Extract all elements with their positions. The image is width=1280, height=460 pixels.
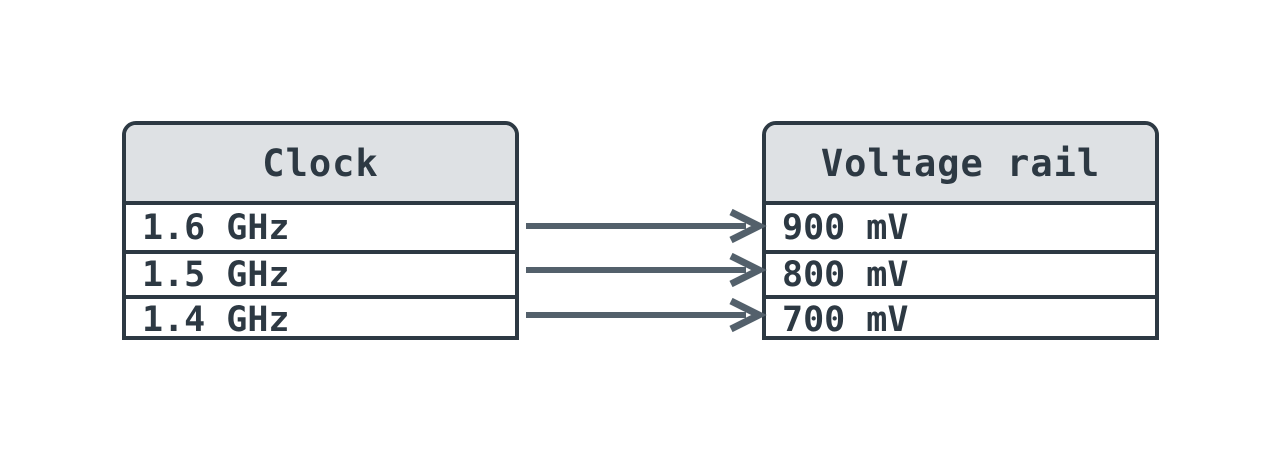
- clock-table-header: Clock: [126, 125, 515, 205]
- voltage-row-label: 800 mV: [782, 254, 909, 295]
- table-row: 900 mV: [766, 205, 1155, 250]
- table-row: 700 mV: [766, 295, 1155, 340]
- clock-row-label: 1.4 GHz: [142, 299, 290, 340]
- table-row: 1.5 GHz: [126, 250, 515, 295]
- arrow-icon: [526, 252, 767, 288]
- clock-row-label: 1.5 GHz: [142, 254, 290, 295]
- table-row: 1.4 GHz: [126, 295, 515, 340]
- voltage-rail-table-header: Voltage rail: [766, 125, 1155, 205]
- voltage-rail-table-node: Voltage rail 900 mV 800 mV 700 mV: [762, 121, 1159, 340]
- arrow-icon: [526, 208, 767, 244]
- table-row: 800 mV: [766, 250, 1155, 295]
- clock-table-node: Clock 1.6 GHz 1.5 GHz 1.4 GHz: [122, 121, 519, 340]
- voltage-row-label: 700 mV: [782, 299, 909, 340]
- arrow-icon: [526, 297, 767, 333]
- voltage-row-label: 900 mV: [782, 207, 909, 248]
- table-row: 1.6 GHz: [126, 205, 515, 250]
- clock-row-label: 1.6 GHz: [142, 207, 290, 248]
